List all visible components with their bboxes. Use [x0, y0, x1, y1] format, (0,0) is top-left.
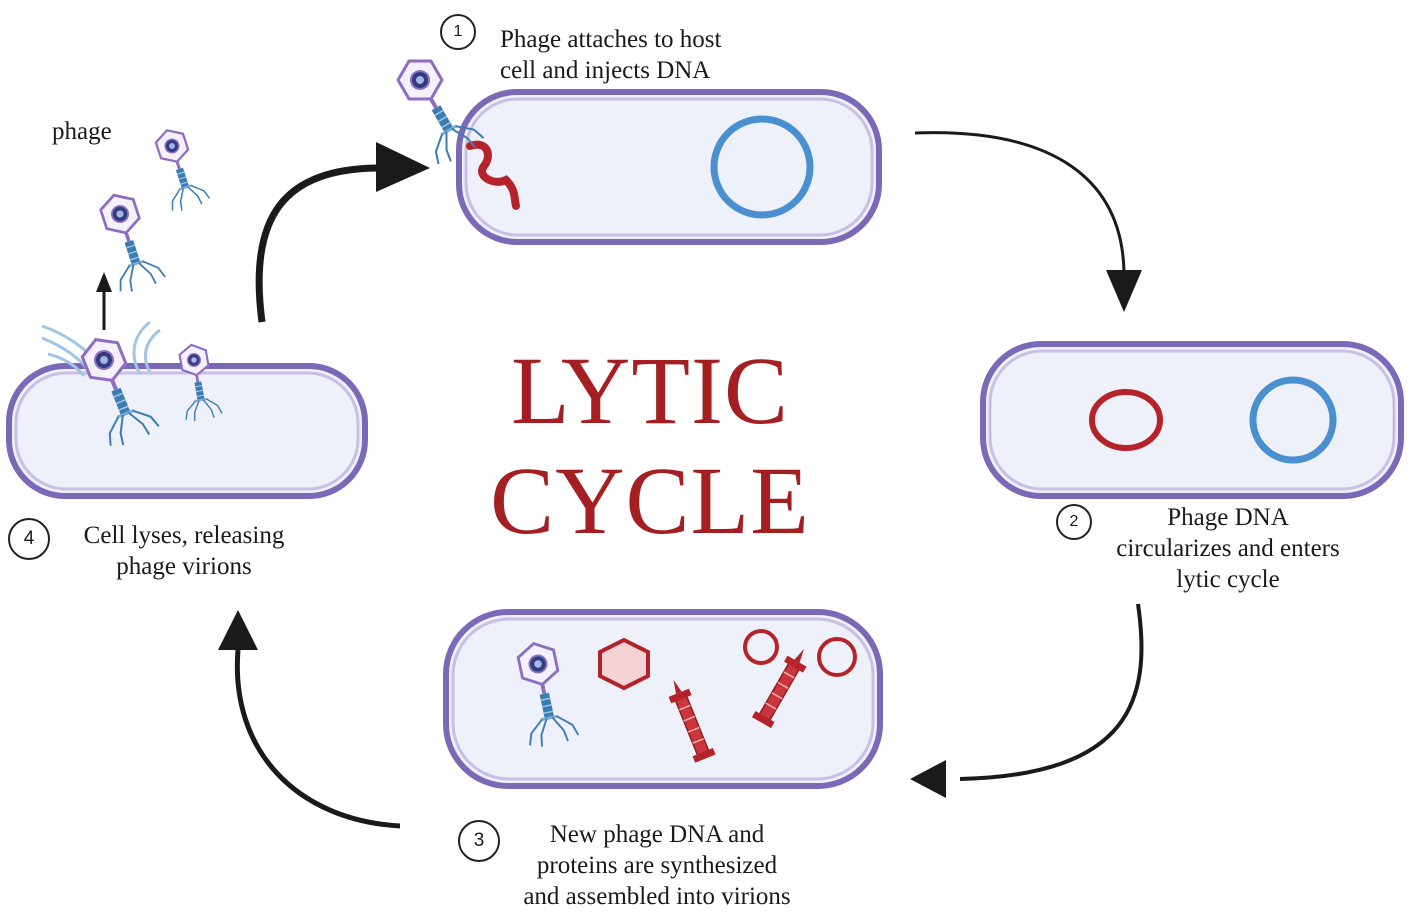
cycle-arrows — [96, 131, 1144, 829]
cell-1-host — [456, 89, 882, 245]
arrow-release-head — [96, 272, 112, 292]
step-3-badge: 3 — [458, 820, 500, 862]
cycle-title-line1: LYTIC — [511, 337, 789, 444]
cell-3-host — [443, 609, 883, 789]
host-plasmid-icon — [710, 115, 814, 219]
host-plasmid-icon — [1249, 376, 1337, 464]
arrow-4-to-1-head — [376, 142, 430, 192]
cell-4-host — [6, 320, 368, 499]
step-2-badge: 2 — [1056, 504, 1092, 540]
phage-dna-icon — [1089, 389, 1163, 451]
arrow-2-to-3 — [959, 603, 1144, 781]
step-1-badge: 1 — [440, 14, 476, 50]
phage-dna-icon — [817, 637, 857, 677]
arrow-2-to-3-head — [910, 760, 946, 798]
phage-dna-icon — [466, 140, 520, 210]
arrow-4-to-1 — [255, 164, 381, 323]
capsid-icon — [598, 637, 650, 691]
arrow-1-to-2 — [914, 131, 1126, 273]
step-1-label: Phage attaches to host cell and injects … — [500, 26, 722, 84]
phage-label: phage — [52, 118, 112, 145]
arrow-1-to-2-head — [1106, 270, 1142, 312]
arrow-3-to-4-head — [218, 610, 258, 650]
step-4-badge: 4 — [8, 518, 50, 560]
phage-icon — [146, 122, 212, 215]
cell-2-host — [980, 341, 1404, 499]
cycle-title-line2: CYCLE — [490, 447, 810, 554]
phage-dna-icon — [743, 629, 779, 665]
step-2-label: Phage DNA circularizes and enters lytic … — [1116, 504, 1340, 593]
arrow-3-to-4 — [234, 649, 401, 829]
step-4-label: Cell lyses, releasing phage virions — [83, 522, 285, 580]
step-3-label: New phage DNA and proteins are synthesiz… — [523, 821, 791, 910]
